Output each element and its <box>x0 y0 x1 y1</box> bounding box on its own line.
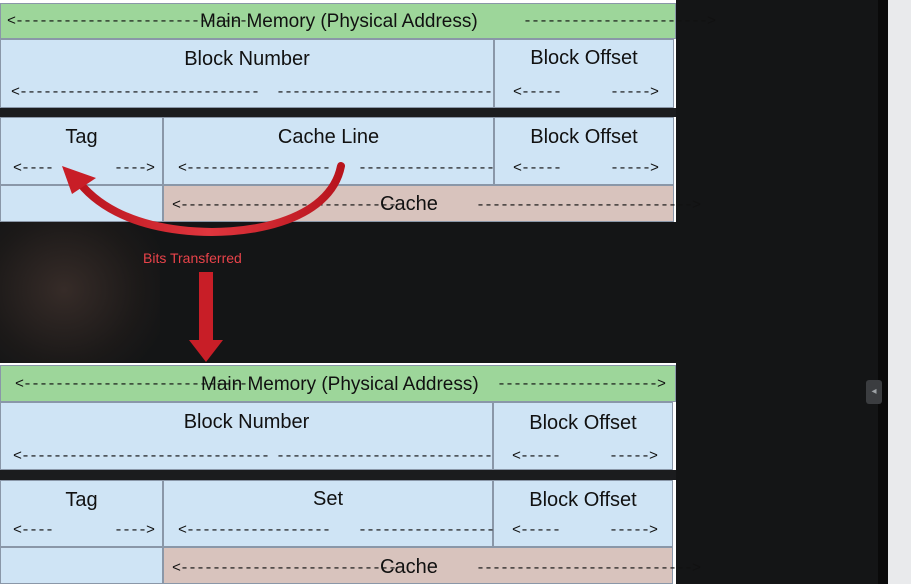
cache-arrow-left-2: <--------------------------- <box>172 560 397 577</box>
block-offset-arrow-left-2: <----- <box>513 160 562 177</box>
down-arrow-head-icon <box>189 340 223 362</box>
set-arrow-left: <------------------ <box>178 522 331 539</box>
bits-transferred-label: Bits Transferred <box>143 250 242 266</box>
tag-arrow-right: ----> <box>114 160 155 177</box>
block-number-cell-2: Block Number <--------------------------… <box>0 402 525 470</box>
main-memory-title-2: Main Memory (Physical Address) <box>201 374 479 395</box>
screen-bezel <box>878 0 888 584</box>
tag-arrow-left-2: <---- <box>13 522 54 539</box>
cache-line-arrow-left: <------------------ <box>178 160 331 177</box>
set-label: Set <box>312 488 344 510</box>
block-offset-cell-2: Block Offset <----- -----> <box>494 117 674 185</box>
block-number-cell: Block Number <--------------------------… <box>0 39 525 108</box>
block-offset-cell-4: Block Offset <----- -----> <box>493 480 673 547</box>
cache-arrow-right-2: ---------------------------> <box>476 560 701 577</box>
block-offset-arrow-right: -----> <box>610 84 659 101</box>
main-memory-header: <----------------------------- Main Memo… <box>0 3 716 39</box>
tag-label: Tag <box>65 126 98 148</box>
row-divider <box>0 108 676 117</box>
bottom-address-diagram: <---------------------------- Main Memor… <box>0 363 701 584</box>
cache-label-2: Cache <box>380 556 438 578</box>
block-offset-cell-3: Block Offset <----- -----> <box>493 402 673 470</box>
scroll-handle-icon[interactable]: ◂ <box>866 380 882 404</box>
block-offset-arrow-left: <----- <box>513 84 562 101</box>
cache-line-label: Cache Line <box>277 126 380 148</box>
header-arrow-right-2: --------------------> <box>497 376 666 393</box>
header-arrow-left-2: <---------------------------- <box>15 376 248 393</box>
block-offset-label-3: Block Offset <box>529 412 637 434</box>
header-arrow-right: -----------------------> <box>523 13 716 30</box>
block-number-arrow-left-2: <------------------------------- <box>13 448 270 465</box>
tag-arrow-left: <---- <box>13 160 54 177</box>
block-number-arrow-right-2: ------------------------------> <box>276 448 525 465</box>
curved-arrow-head-icon <box>62 166 96 194</box>
set-cell: Set <------------------ ----------------… <box>163 480 511 547</box>
header-arrow-left: <----------------------------- <box>7 13 248 30</box>
block-offset-arrow-right-4: -----> <box>609 522 658 539</box>
top-address-diagram: <----------------------------- Main Memo… <box>0 0 716 222</box>
row-divider-2 <box>0 470 676 480</box>
block-number-label: Block Number <box>184 48 310 70</box>
cache-line-arrow-right: ------------------> <box>358 160 511 177</box>
curved-arrow-body <box>72 162 345 236</box>
block-offset-label-2: Block Offset <box>530 126 638 148</box>
cache-arrow-right: ---------------------------> <box>476 197 701 214</box>
cache-cell: <--------------------------- Cache -----… <box>163 185 701 222</box>
down-arrow-shaft <box>199 272 213 342</box>
block-number-arrow-right: ------------------------------> <box>276 84 525 101</box>
block-offset-cell: Block Offset <----- -----> <box>494 39 674 108</box>
tag-cell-2: Tag <---- ----> <box>0 480 163 547</box>
tag-label-2: Tag <box>65 489 98 511</box>
background-blur <box>0 200 160 380</box>
block-offset-label: Block Offset <box>530 47 638 69</box>
main-memory-header-2: <---------------------------- Main Memor… <box>0 365 676 402</box>
main-memory-title: Main Memory (Physical Address) <box>200 11 478 32</box>
cache-cell-2: <--------------------------- Cache -----… <box>163 547 701 584</box>
block-offset-arrow-right-2: -----> <box>610 160 659 177</box>
tag-arrow-right-2: ----> <box>114 522 155 539</box>
cache-arrow-left: <--------------------------- <box>172 197 397 214</box>
cache-line-cell: Cache Line <------------------ ---------… <box>163 117 511 185</box>
block-offset-arrow-right-3: -----> <box>609 448 658 465</box>
block-offset-arrow-left-3: <----- <box>512 448 561 465</box>
set-arrow-right: ------------------> <box>358 522 511 539</box>
cache-label: Cache <box>380 193 438 215</box>
block-offset-label-4: Block Offset <box>529 489 637 511</box>
tag-spacer-cell <box>0 185 163 222</box>
block-number-label-2: Block Number <box>183 411 310 433</box>
block-offset-arrow-left-4: <----- <box>512 522 561 539</box>
block-number-arrow-left: <------------------------------ <box>11 84 260 101</box>
right-margin <box>888 0 911 584</box>
